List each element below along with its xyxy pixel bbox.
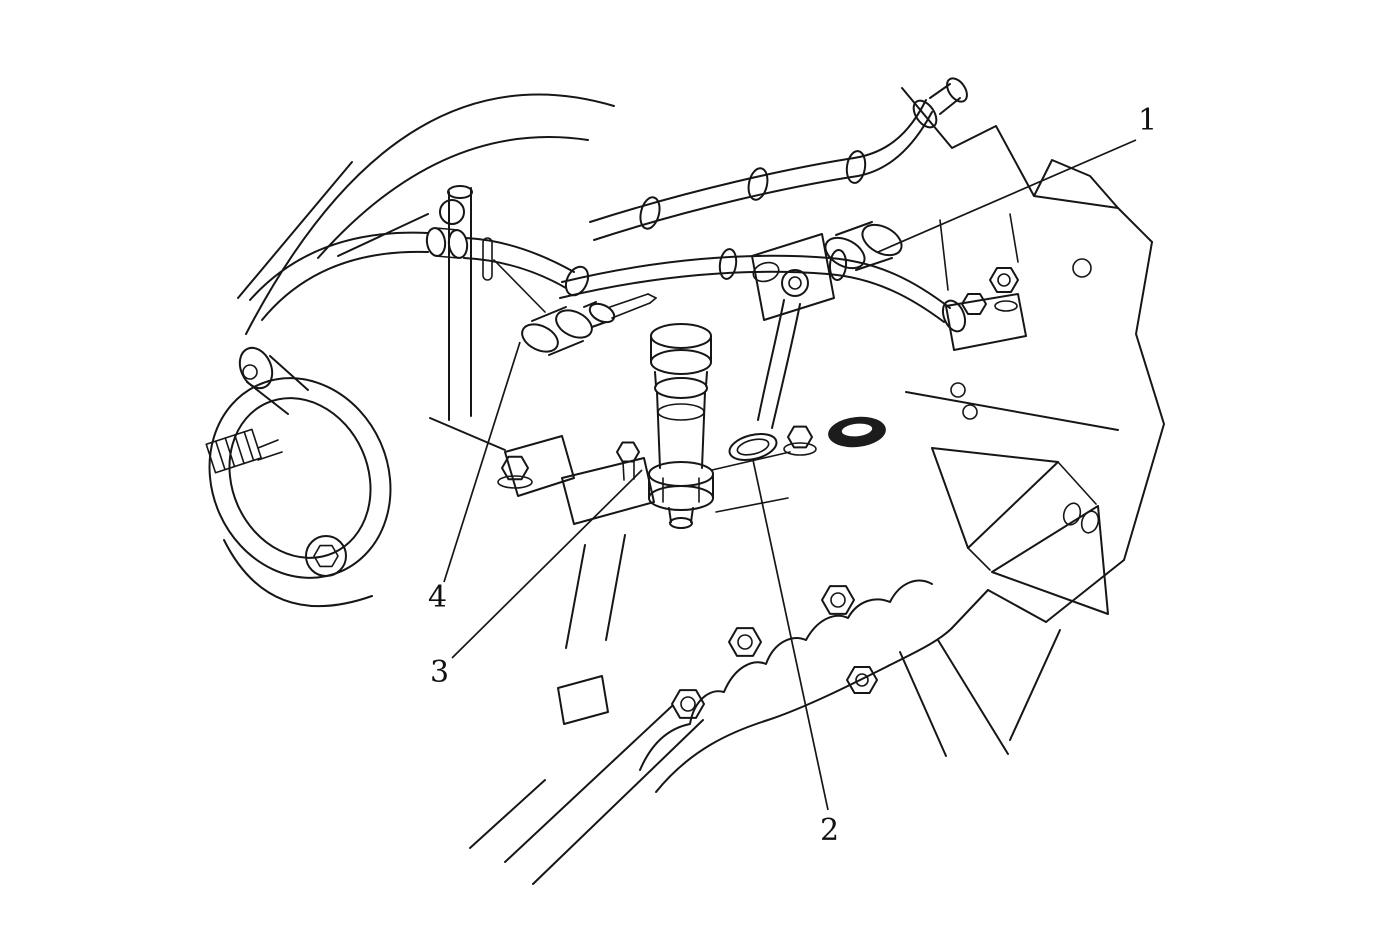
- transmission-case: [899, 87, 1165, 757]
- mounting-bracket: [429, 185, 546, 451]
- callout-1: 1: [877, 103, 1157, 253]
- callout-3-leader: [451, 469, 643, 659]
- speed-sensor: [648, 323, 714, 529]
- pressure-fitting: [751, 221, 903, 429]
- bell-housing: [639, 579, 953, 793]
- frame-diagonals: [469, 534, 704, 885]
- callout-1-leader: [877, 139, 1137, 253]
- callout-2: 2: [752, 459, 839, 848]
- callout-4: 4: [428, 341, 521, 615]
- callout-4-label: 4: [428, 580, 447, 615]
- callout-2-label: 2: [820, 813, 839, 848]
- pump-assembly: [205, 346, 392, 608]
- wiring-connector: [205, 428, 262, 474]
- hose-upper: [589, 77, 968, 241]
- callout-4-leader: [443, 341, 521, 583]
- callout-3: 3: [430, 469, 643, 690]
- callout-1-label: 1: [1138, 103, 1157, 138]
- engine-bracket: [497, 416, 886, 525]
- fitting-part4: [521, 293, 657, 356]
- oring-seal: [728, 432, 778, 462]
- wheelhouse-arcs: [237, 93, 615, 335]
- hose-lower: [559, 248, 967, 333]
- pump-hose: [249, 227, 590, 321]
- callout-3-label: 3: [430, 655, 449, 690]
- callout-2-leader: [752, 459, 829, 811]
